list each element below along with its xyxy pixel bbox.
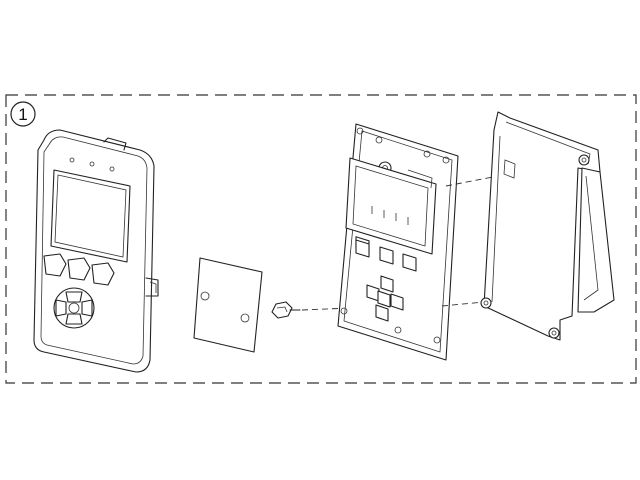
board-switch-center [377, 290, 391, 308]
leader-line [441, 301, 485, 307]
control-board [337, 123, 459, 361]
callout: 1 [10, 101, 36, 127]
board-switch [402, 253, 417, 272]
bezel-display-window [50, 169, 131, 263]
board-switch [379, 246, 394, 265]
assembly-boundary [5, 94, 637, 384]
bezel-softkey-left [43, 253, 67, 277]
board-switch-down [375, 304, 389, 322]
indicator-dot [89, 161, 95, 167]
bracket-screw [548, 327, 560, 339]
board-switch [355, 239, 370, 258]
gasket [193, 257, 263, 353]
board-lcd [345, 157, 437, 255]
callout-number: 1 [18, 105, 27, 124]
bracket-screw [578, 154, 590, 166]
callout-circle [10, 101, 36, 127]
screw [271, 301, 301, 319]
board-switch-right [390, 293, 404, 311]
gasket-hole [240, 313, 250, 323]
bracket-screw [480, 297, 492, 309]
mounting-bracket [480, 111, 615, 341]
bezel-softkey-middle [67, 257, 91, 281]
indicator-dot [69, 157, 75, 163]
bezel-softkey-right [91, 262, 115, 286]
indicator-dot [109, 166, 115, 172]
board-switch-up [380, 275, 394, 293]
gasket-hole [200, 291, 210, 301]
bezel-navigation-pad [53, 287, 95, 329]
front-bezel [33, 129, 159, 373]
